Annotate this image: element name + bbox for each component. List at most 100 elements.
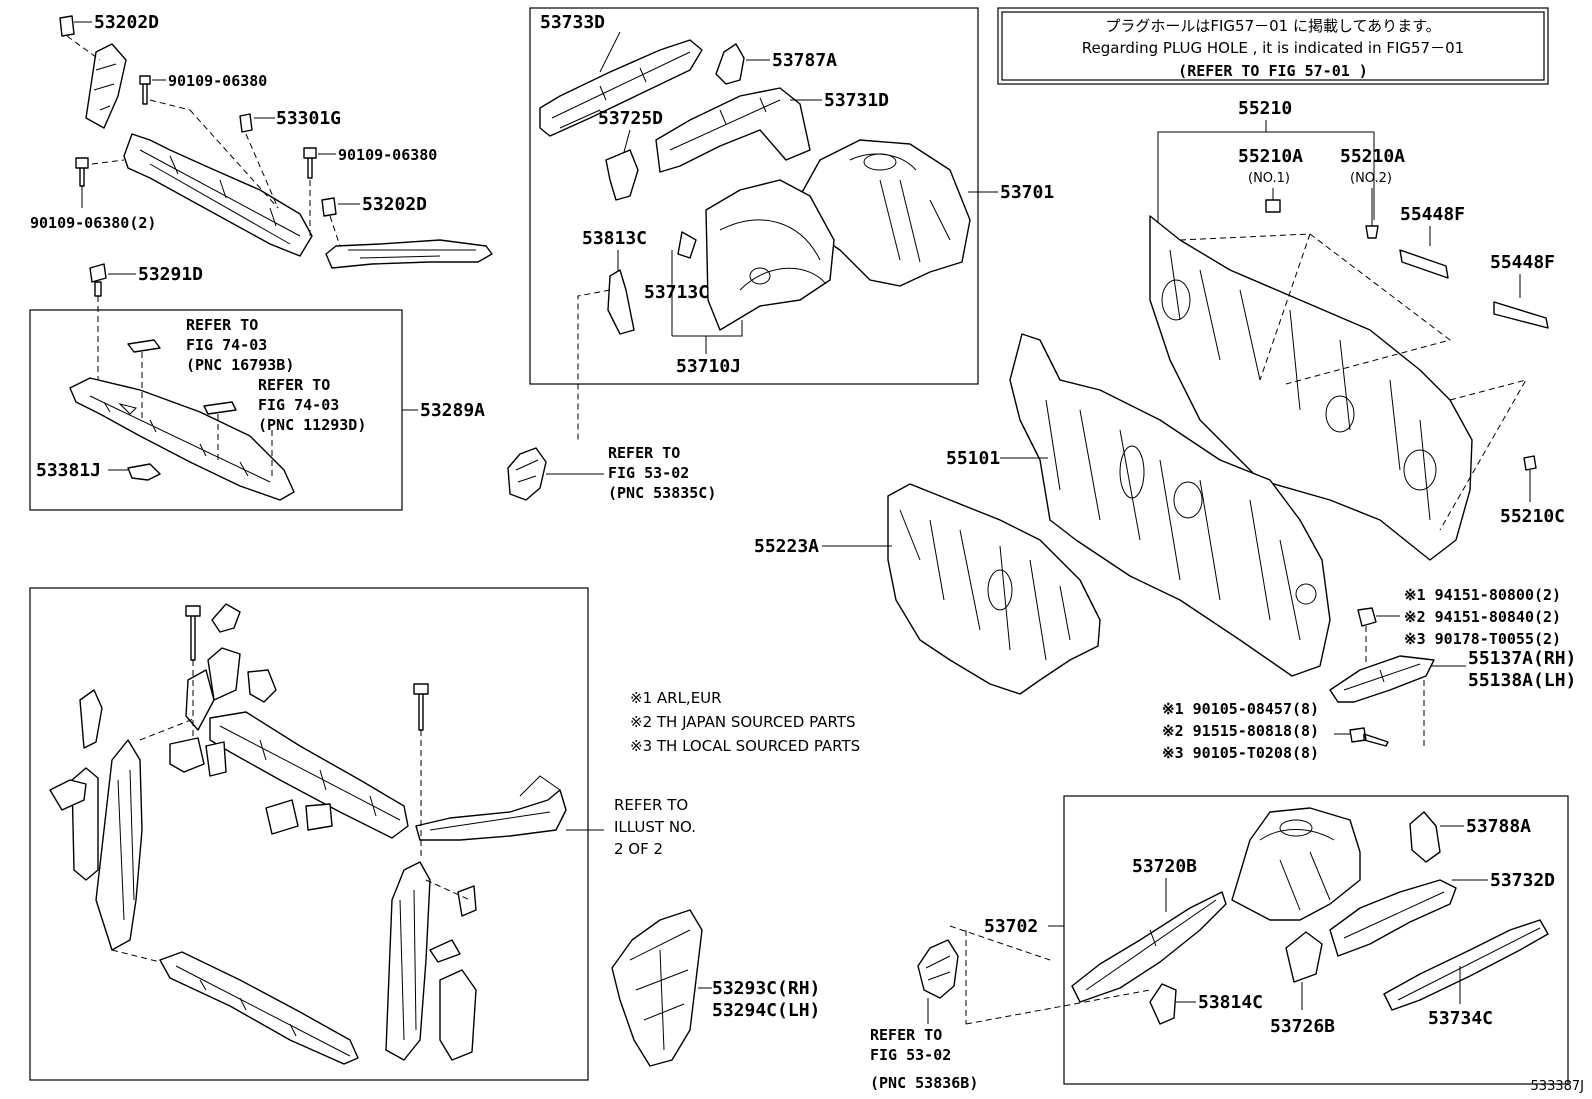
bolt-90109-06380-c[interactable]	[75, 157, 89, 187]
support-upper-member[interactable]	[123, 133, 313, 257]
clip-53202d-b[interactable]	[321, 197, 337, 217]
label-90109-06380-a[interactable]: 90109-06380	[168, 72, 267, 90]
bracket-right-mid[interactable]	[429, 939, 461, 963]
grommet-55210c[interactable]	[1523, 455, 1537, 471]
bracket-top-2[interactable]	[207, 647, 241, 701]
cross-member-upper[interactable]	[209, 711, 409, 839]
label-53701[interactable]: 53701	[1000, 182, 1054, 203]
silencer-55210[interactable]	[1149, 215, 1473, 561]
clip-53301g[interactable]	[239, 113, 253, 133]
clip-53291d[interactable]	[89, 263, 107, 297]
label-55137a[interactable]: 55137A(RH)	[1468, 648, 1576, 669]
label-53725d[interactable]: 53725D	[598, 108, 663, 129]
label-55101[interactable]: 55101	[946, 448, 1000, 469]
bracket-53713c[interactable]	[677, 231, 697, 259]
label-bolt-1[interactable]: ※1 94151-80800(2)	[1404, 586, 1561, 604]
label-55210a-2[interactable]: 55210A	[1340, 146, 1405, 167]
bracket-53788a[interactable]	[1409, 811, 1441, 863]
cushion-55448f-a[interactable]	[1399, 249, 1449, 279]
bracket-55137a[interactable]	[1329, 655, 1435, 703]
label-53702[interactable]: 53702	[984, 916, 1038, 937]
label-55448f-b[interactable]: 55448F	[1490, 252, 1555, 273]
bolt-90109-06380-b[interactable]	[303, 147, 317, 179]
label-bolt-2[interactable]: ※2 94151-80840(2)	[1404, 608, 1561, 626]
cross-member-lower[interactable]	[159, 951, 359, 1065]
bracket-53787a[interactable]	[715, 43, 745, 85]
bolt-top-right[interactable]	[413, 683, 429, 731]
dash-panel-55101[interactable]	[1009, 333, 1331, 677]
label-53720b[interactable]: 53720B	[1132, 856, 1197, 877]
label-screw-3[interactable]: ※3 90105-T0208(8)	[1162, 744, 1319, 762]
label-55210c[interactable]: 55210C	[1500, 506, 1565, 527]
label-screw-2[interactable]: ※2 91515-80818(8)	[1162, 722, 1319, 740]
grommet-55210a-1[interactable]	[1265, 199, 1281, 213]
bracket-right-lower[interactable]	[439, 969, 477, 1061]
label-53294c[interactable]: 53294C(LH)	[712, 1000, 820, 1021]
bracket-left-small[interactable]	[49, 779, 87, 811]
label-53726b[interactable]: 53726B	[1270, 1016, 1335, 1037]
bracket-53725d[interactable]	[605, 149, 639, 201]
bracket-53835c[interactable]	[507, 447, 547, 501]
label-53813c[interactable]: 53813C	[582, 228, 647, 249]
bracket-53726b[interactable]	[1285, 931, 1323, 983]
bolt-top-left[interactable]	[185, 605, 201, 661]
seal-53293c[interactable]	[611, 909, 703, 1067]
wheelhouse-right[interactable]	[1231, 807, 1361, 921]
bolt-90105[interactable]	[1349, 727, 1389, 747]
apron-upper-53733d[interactable]	[539, 39, 703, 137]
bracket-53814c[interactable]	[1149, 983, 1177, 1025]
label-53291d[interactable]: 53291D	[138, 264, 203, 285]
bolt-90109-06380-a[interactable]	[139, 75, 151, 105]
bracket-right-small[interactable]	[457, 885, 477, 917]
nut-94151[interactable]	[1357, 607, 1377, 627]
label-53788a[interactable]: 53788A	[1466, 816, 1531, 837]
label-53710j[interactable]: 53710J	[676, 356, 741, 377]
side-member-left[interactable]	[95, 739, 143, 951]
label-53734c[interactable]: 53734C	[1428, 1008, 1493, 1029]
label-53733d[interactable]: 53733D	[540, 12, 605, 33]
label-53814c[interactable]: 53814C	[1198, 992, 1263, 1013]
seal-53381j[interactable]	[127, 463, 161, 481]
label-53301g[interactable]: 53301G	[276, 108, 341, 129]
label-55448f-a[interactable]: 55448F	[1400, 204, 1465, 225]
bracket-mid-3[interactable]	[265, 799, 299, 835]
bracket-53836b[interactable]	[917, 939, 959, 999]
label-53293c[interactable]: 53293C(RH)	[712, 978, 820, 999]
label-55210a-1[interactable]: 55210A	[1238, 146, 1303, 167]
label-53713c[interactable]: 53713C	[644, 282, 709, 303]
label-55223a[interactable]: 55223A	[754, 536, 819, 557]
grommet-55210a-2[interactable]	[1365, 225, 1379, 239]
cushion-55448f-b[interactable]	[1493, 301, 1549, 329]
insulator-55223a[interactable]	[887, 483, 1101, 695]
label-53731d[interactable]: 53731D	[824, 90, 889, 111]
label-53381j[interactable]: 53381J	[36, 460, 101, 481]
side-member-right[interactable]	[385, 861, 431, 1061]
label-55138a[interactable]: 55138A(LH)	[1468, 670, 1576, 691]
seal-bar-right[interactable]	[325, 239, 493, 269]
label-53787a[interactable]: 53787A	[772, 50, 837, 71]
label-53289a[interactable]: 53289A	[420, 400, 485, 421]
label-screw-1[interactable]: ※1 90105-08457(8)	[1162, 700, 1319, 718]
wheelhouse-inner-53710j[interactable]	[705, 179, 835, 331]
label-55210[interactable]: 55210	[1238, 98, 1292, 119]
bracket-mid-2[interactable]	[205, 741, 227, 777]
bracket-mid-1[interactable]	[169, 737, 205, 773]
bracket-mid-4[interactable]	[305, 803, 333, 831]
bracket-53813c[interactable]	[607, 269, 635, 335]
label-sticker-11293d[interactable]	[203, 401, 237, 415]
label-53202d-b[interactable]: 53202D	[362, 194, 427, 215]
label-90109-06380-b[interactable]: 90109-06380	[338, 146, 437, 164]
apron-53732d[interactable]	[1329, 879, 1457, 957]
label-bolt-3[interactable]: ※3 90178-T0055(2)	[1404, 630, 1561, 648]
bracket-top-4[interactable]	[247, 669, 277, 703]
label-sticker-16793b[interactable]	[127, 339, 161, 353]
label-53202d-a[interactable]: 53202D	[94, 12, 159, 33]
bracket-left-upper[interactable]	[79, 689, 103, 749]
bracket-top-1[interactable]	[211, 603, 241, 633]
cover-53289a[interactable]	[69, 377, 295, 501]
label-90109-06380-c[interactable]: 90109-06380(2)	[30, 214, 156, 232]
label-53732d[interactable]: 53732D	[1490, 870, 1555, 891]
apron-53731d[interactable]	[655, 87, 811, 173]
clip-53202d-top[interactable]	[59, 15, 75, 37]
side-bracket-right[interactable]	[415, 789, 567, 841]
